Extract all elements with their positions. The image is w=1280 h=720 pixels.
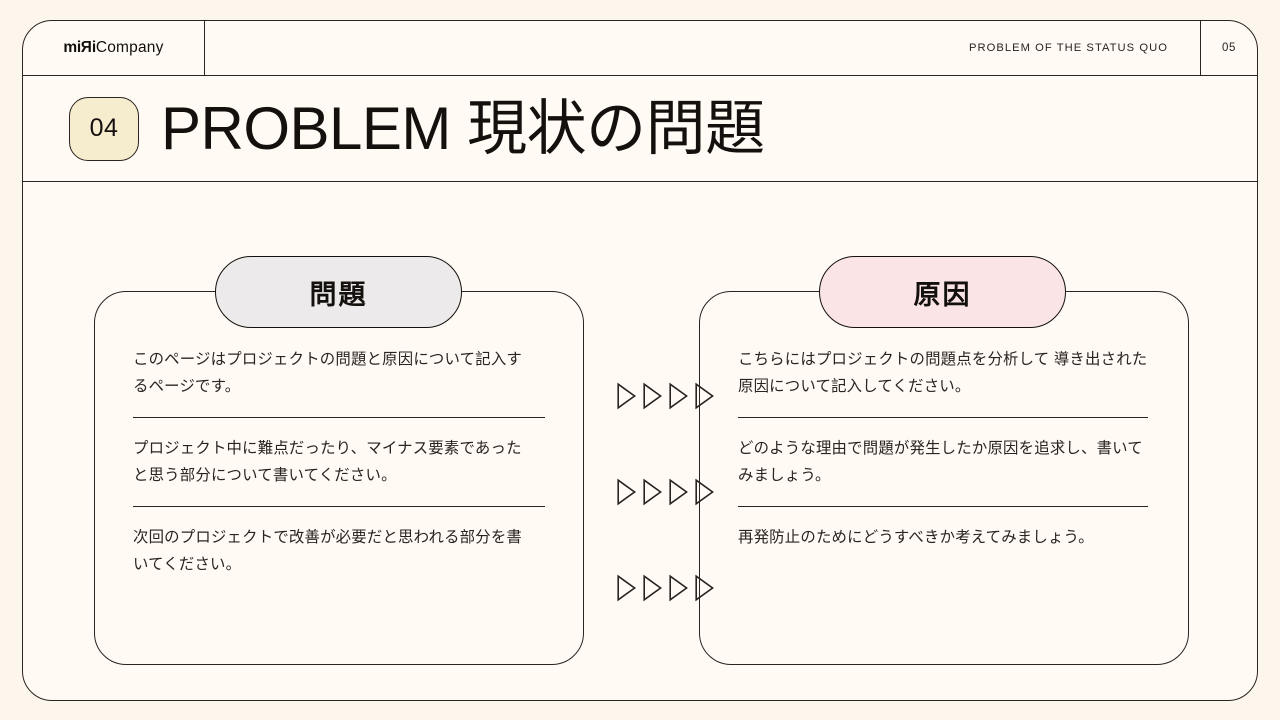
list-item: どのような理由で問題が発生したか原因を追求し、書いてみましょう。 <box>738 439 1143 484</box>
list-item: 再発防止のためにどうすべきか考えてみましょう。 <box>738 528 1094 546</box>
triangle-right-icon <box>617 574 636 602</box>
logo-text: miRiCompany <box>63 39 163 57</box>
triangle-right-icon <box>669 382 688 410</box>
logo-mark: miRi <box>63 39 96 56</box>
section-number: 04 <box>89 114 119 142</box>
connector-row-2 <box>616 478 715 506</box>
page-title: PROBLEM 現状の問題 <box>161 94 765 162</box>
slide-body: このページはプロジェクトの問題と原因について記入するページです。 プロジェクト中… <box>23 182 1257 700</box>
triangle-right-icon <box>617 478 636 506</box>
header-kicker-area: PROBLEM OF THE STATUS QUO <box>205 21 1200 75</box>
cause-label: 原因 <box>913 279 972 310</box>
cause-label-pill: 原因 <box>819 256 1066 328</box>
cause-card-items: こちらにはプロジェクトの問題点を分析して 導き出された原因について記入してくださ… <box>700 292 1188 664</box>
list-item: 次回のプロジェクトで改善が必要だと思われる部分を書いてください。 <box>133 528 522 573</box>
header-kicker: PROBLEM OF THE STATUS QUO <box>968 42 1168 54</box>
list-item: このページはプロジェクトの問題と原因について記入するページです。 <box>133 351 522 395</box>
triangle-right-icon <box>695 478 714 506</box>
triangle-right-icon <box>643 478 662 506</box>
slide-frame: miRiCompany PROBLEM OF THE STATUS QUO 05… <box>22 20 1258 701</box>
cause-card: こちらにはプロジェクトの問題点を分析して 導き出された原因について記入してくださ… <box>699 291 1189 665</box>
page-number-cell: 05 <box>1200 21 1257 75</box>
triangle-right-icon <box>669 478 688 506</box>
problem-label-pill: 問題 <box>215 256 462 328</box>
logo-word: Company <box>95 39 164 56</box>
list-item: プロジェクト中に難点だったり、マイナス要素であったと思う部分について書いてくださ… <box>133 439 522 484</box>
triangle-right-icon <box>643 574 662 602</box>
connector-row-1 <box>616 382 715 410</box>
item-divider <box>738 505 1148 507</box>
page-number: 05 <box>1222 42 1236 54</box>
triangle-right-icon <box>617 382 636 410</box>
triangle-right-icon <box>669 574 688 602</box>
item-divider <box>738 416 1148 418</box>
triangle-right-icon <box>643 382 662 410</box>
section-number-badge: 04 <box>69 96 139 161</box>
connector-row-3 <box>616 574 715 602</box>
list-item: こちらにはプロジェクトの問題点を分析して 導き出された原因について記入してくださ… <box>738 351 1148 395</box>
triangle-right-icon <box>695 382 714 410</box>
problem-label: 問題 <box>309 279 368 310</box>
slide-header: miRiCompany PROBLEM OF THE STATUS QUO 05 <box>23 21 1257 76</box>
problem-card: このページはプロジェクトの問題と原因について記入するページです。 プロジェクト中… <box>94 291 584 665</box>
item-divider <box>133 416 545 418</box>
title-row: 04 PROBLEM 現状の問題 <box>23 76 1257 182</box>
brand-logo: miRiCompany <box>23 21 205 75</box>
triangle-right-icon <box>695 574 714 602</box>
problem-card-items: このページはプロジェクトの問題と原因について記入するページです。 プロジェクト中… <box>95 292 583 664</box>
item-divider <box>133 505 545 507</box>
